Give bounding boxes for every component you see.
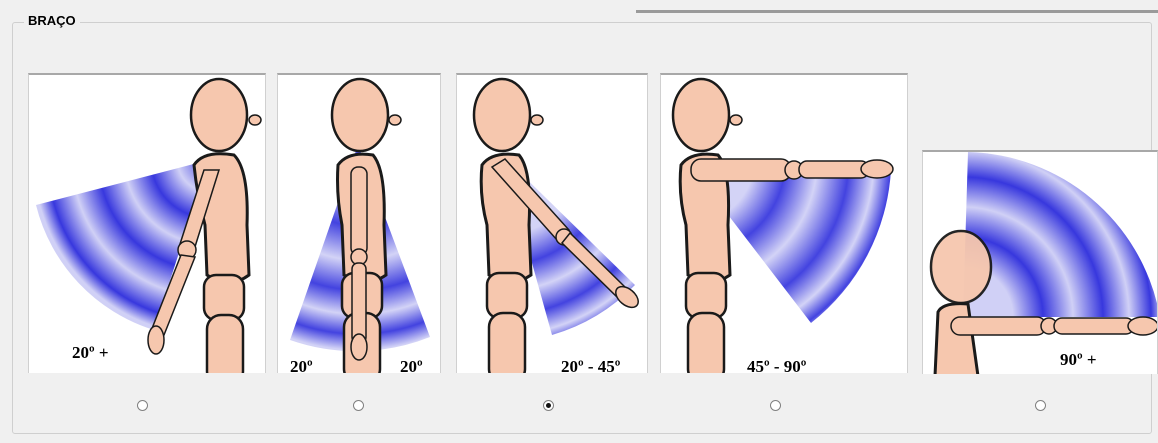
window-top-divider (636, 10, 1158, 13)
option-panel-5[interactable]: 90º + (922, 150, 1158, 374)
option-panel-3[interactable]: 20º - 45º (456, 73, 648, 373)
radio-option-3[interactable] (543, 400, 554, 411)
angle-label-left: 20º (290, 357, 313, 373)
figure-neutral-illustration (278, 75, 441, 373)
option-panel-2[interactable]: 20º 20º (277, 73, 441, 373)
radio-option-5[interactable] (1035, 400, 1046, 411)
figure-flexion-90-plus-illustration (923, 152, 1158, 374)
group-title: BRAÇO (24, 13, 80, 28)
option-panel-4[interactable]: 45º - 90º (660, 73, 908, 373)
radio-option-1[interactable] (137, 400, 148, 411)
angle-label: 90º + (1060, 350, 1097, 370)
radio-option-2[interactable] (353, 400, 364, 411)
figure-flexion-20-45-illustration (457, 75, 648, 373)
radio-selected-dot (546, 403, 551, 408)
figure-flexion-45-90-illustration (661, 75, 908, 373)
angle-label: 20º + (72, 343, 109, 363)
angle-label: 20º - 45º (561, 357, 620, 373)
figure-extension-illustration (29, 75, 266, 373)
option-panel-1[interactable]: 20º + (28, 73, 266, 373)
angle-label: 45º - 90º (747, 357, 806, 373)
angle-label-right: 20º (400, 357, 423, 373)
radio-option-4[interactable] (770, 400, 781, 411)
